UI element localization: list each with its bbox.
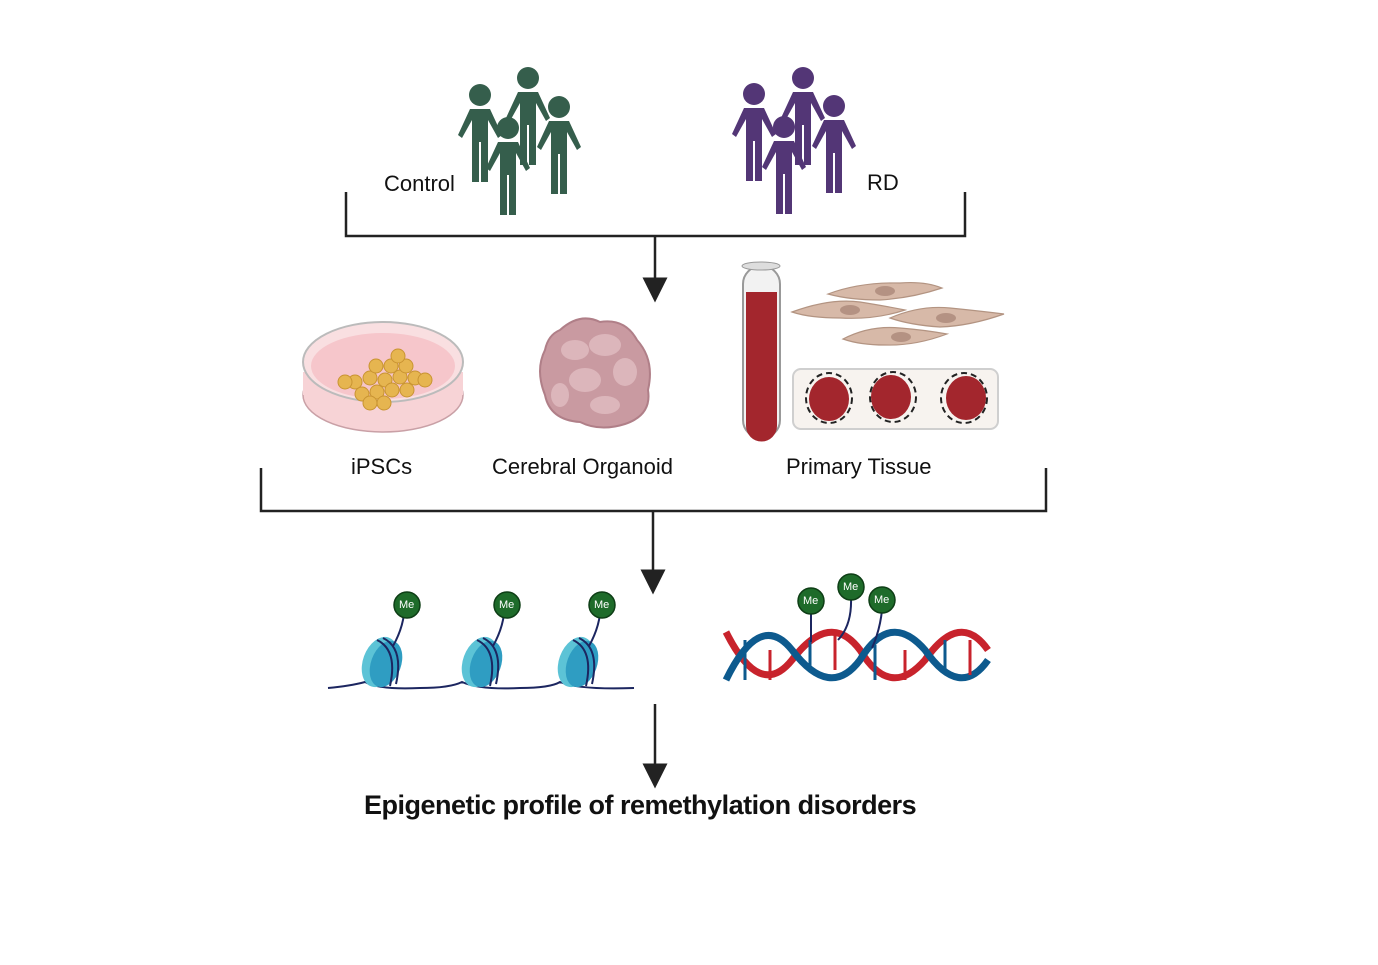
- fibroblast-cells-icon: [790, 281, 1005, 346]
- control-label: Control: [384, 171, 455, 196]
- blood-tube-icon: [741, 261, 781, 442]
- blood-spot-card-icon: [792, 368, 999, 430]
- petri-dish-icon: [302, 321, 464, 433]
- me-label: Me: [594, 599, 610, 611]
- me-label: Me: [399, 599, 415, 611]
- dna-methyl-marks: [797, 573, 896, 615]
- ipscs-label: iPSCs: [351, 454, 413, 479]
- nucleosome-chain-icon: [327, 613, 635, 694]
- me-label: Me: [499, 599, 515, 611]
- primary-tissue-label: Primary Tissue: [786, 454, 932, 479]
- dna-helix-icon: [722, 597, 991, 682]
- cerebral-organoid-icon: [539, 317, 651, 429]
- rd-people-icon: [732, 67, 856, 214]
- middle-bracket: [259, 468, 1048, 595]
- rd-label: RD: [867, 170, 899, 195]
- me-label: Me: [874, 594, 890, 606]
- control-people-icon: [458, 67, 581, 215]
- me-label: Me: [803, 595, 819, 607]
- histone-methyl-marks: [393, 591, 616, 619]
- result-title: Epigenetic profile of remethylation diso…: [364, 790, 917, 820]
- me-label: Me: [843, 581, 859, 593]
- cerebral-organoid-label: Cerebral Organoid: [492, 454, 673, 479]
- top-bracket: [344, 192, 967, 303]
